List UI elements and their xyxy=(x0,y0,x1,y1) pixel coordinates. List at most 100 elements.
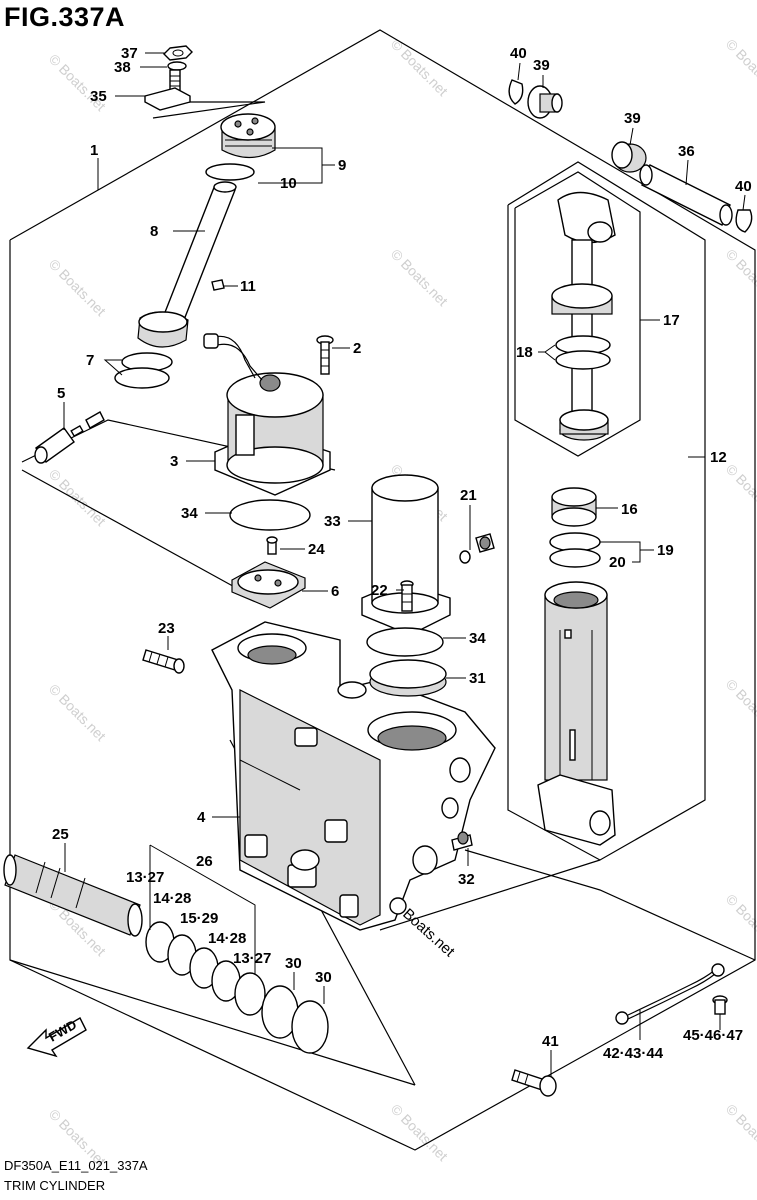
watermark: © Boats.net xyxy=(46,466,109,529)
part-23-bolt xyxy=(142,649,185,674)
part-25-shaft xyxy=(3,854,143,937)
part-4-housing xyxy=(211,621,496,931)
fwd-arrow-icon: FWD xyxy=(26,1017,87,1058)
part-40-clip xyxy=(508,79,524,105)
part-7-o-ring xyxy=(114,367,170,389)
part-22-bolt xyxy=(400,580,414,612)
callout-label: 40 xyxy=(735,178,752,195)
part-35-stud xyxy=(144,69,191,111)
callout-group: 37 38 35 1 9 10 8 11 2 xyxy=(52,45,752,1076)
callout-label: 13·27 xyxy=(126,869,164,886)
callout-label: 37 xyxy=(121,45,138,62)
callout-label: 12 xyxy=(710,449,727,466)
callout-label: 9 xyxy=(338,157,346,174)
callout-label: 32 xyxy=(458,871,475,888)
watermark: © Boats.net xyxy=(723,1101,757,1164)
part-5-valve xyxy=(34,411,105,464)
watermark: © Boats.net xyxy=(388,36,451,99)
part-21-plug xyxy=(459,533,495,564)
callout-label: 23 xyxy=(158,620,175,637)
figure-code: DF350A_E11_021_337A xyxy=(4,1158,148,1173)
callout-label: 17 xyxy=(663,312,680,329)
watermark: © Boats.net xyxy=(723,36,757,99)
part-18-o-ring xyxy=(555,350,611,370)
guide-line xyxy=(9,959,416,1086)
callout-label: 11 xyxy=(240,278,256,295)
callout-label: 3 xyxy=(170,453,178,470)
callout-label: 19 xyxy=(657,542,674,559)
center-watermark: Boats.net xyxy=(399,905,458,961)
callout-label: 26 xyxy=(196,853,213,870)
part-16-cap xyxy=(551,487,597,527)
callout-label: 4 xyxy=(197,809,206,826)
callout-label: 33 xyxy=(324,513,341,530)
callout-label: 5 xyxy=(57,385,65,402)
callout-label: 30 xyxy=(285,955,302,972)
callout-label: 10 xyxy=(280,175,297,192)
part-39-bushing xyxy=(527,85,563,119)
callout-label: 34 xyxy=(469,630,486,647)
part-6-plate xyxy=(231,561,306,609)
part-17-piston-rod xyxy=(551,191,616,441)
watermark: © Boats.net xyxy=(388,1101,451,1164)
subassembly-frame-12 xyxy=(507,161,706,861)
watermark: © Boats.net xyxy=(46,681,109,744)
callout-label: 14·28 xyxy=(153,890,191,907)
callout-label: 16 xyxy=(621,501,638,518)
figure-name: TRIM CYLINDER xyxy=(4,1178,106,1193)
callout-label: 39 xyxy=(533,57,550,74)
part-34-o-ring xyxy=(229,499,311,531)
part-10-o-ring xyxy=(205,163,255,181)
figure-title: FIG.337A xyxy=(4,2,126,32)
guide-line xyxy=(464,849,756,961)
callout-label: 8 xyxy=(150,223,158,240)
part-41-bolt xyxy=(511,1069,557,1097)
part-9-cap xyxy=(220,113,276,159)
part-38-washer xyxy=(167,61,187,71)
part-3-motor xyxy=(203,333,331,496)
watermark: © Boats.net xyxy=(723,676,757,739)
part-13-ring xyxy=(234,972,266,1016)
watermark: © Boats.net xyxy=(46,256,109,319)
part-20-o-ring xyxy=(549,548,601,568)
part-30-washer xyxy=(291,1000,329,1054)
callout-label: 45·46·47 xyxy=(683,1027,743,1044)
callout-label: 38 xyxy=(114,59,131,76)
part-34-o-ring xyxy=(366,627,444,657)
part-24-bolt xyxy=(266,536,278,555)
guide-line xyxy=(21,469,241,591)
part-8-tube xyxy=(137,181,237,348)
part-37-nut xyxy=(163,45,193,61)
callout-label: 13·27 xyxy=(233,950,271,967)
callout-label: 20 xyxy=(609,554,626,571)
watermark: © Boats.net xyxy=(388,246,451,309)
callout-label: 24 xyxy=(308,541,325,558)
callout-label: 36 xyxy=(678,143,695,160)
callout-label: 40 xyxy=(510,45,527,62)
leader-line xyxy=(149,844,256,975)
callout-label: 15·29 xyxy=(180,910,218,927)
callout-label: 18 xyxy=(516,344,533,361)
watermark: © Boats.net xyxy=(723,246,757,309)
part-40-clip xyxy=(735,209,753,233)
callout-label: 41 xyxy=(542,1033,559,1050)
callout-label: 39 xyxy=(624,110,641,127)
guide-line xyxy=(379,859,601,931)
part-45-bolt xyxy=(712,995,728,1015)
part-11-pin xyxy=(211,279,225,291)
part-32-bolt xyxy=(451,831,473,851)
part-39-bushing xyxy=(611,141,647,173)
watermark: © Boats.net xyxy=(723,461,757,524)
watermark: © Boats.net xyxy=(723,891,757,954)
callout-label: 35 xyxy=(90,88,107,105)
callout-label: 31 xyxy=(469,670,486,687)
part-2-bolt xyxy=(316,335,334,375)
callout-label: 34 xyxy=(181,505,198,522)
part-12-cylinder xyxy=(537,581,616,846)
callout-label: 30 xyxy=(315,969,332,986)
callout-label: 7 xyxy=(86,352,94,369)
part-31-seal xyxy=(369,659,447,697)
callout-label: 6 xyxy=(331,583,339,600)
